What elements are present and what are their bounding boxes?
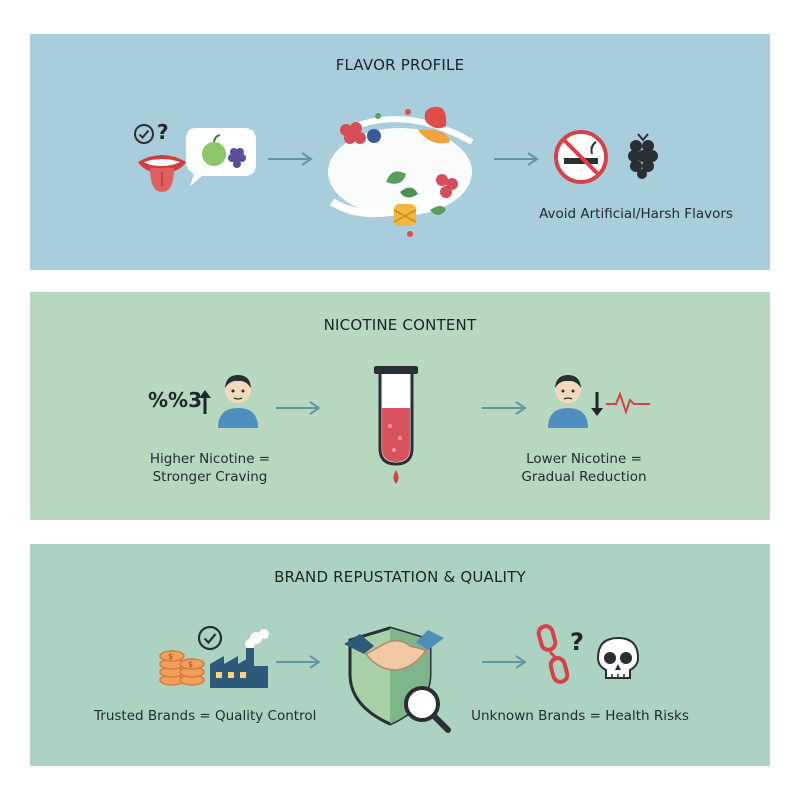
test-tube-icon <box>374 366 418 484</box>
pineapple-icon <box>393 204 417 226</box>
broken-chain-icon <box>536 624 570 684</box>
handshake-icon <box>344 630 444 671</box>
lower-nicotine-line1: Lower Nicotine = <box>526 451 642 467</box>
unknown-brands-caption: Unknown Brands = Health Risks <box>471 708 689 724</box>
coin-stack-icon: $ $ <box>159 650 205 686</box>
arrow-up-icon <box>199 390 211 414</box>
percent-symbol-label: %%3 <box>148 388 202 412</box>
lower-nicotine-line2: Gradual Reduction <box>521 469 647 485</box>
arrow-down-icon <box>591 392 603 416</box>
nicotine-content-panel: NICOTINE CONTENT %%3 <box>30 292 770 520</box>
trusted-brands-caption: Trusted Brands = Quality Control <box>94 708 317 724</box>
shield-handshake-icon <box>344 626 451 733</box>
higher-nicotine-line2: Stronger Craving <box>152 469 268 485</box>
arrow-right-icon <box>482 655 527 669</box>
apple-icon <box>202 134 226 166</box>
factory-icon <box>210 629 269 688</box>
arrow-right-icon <box>268 152 313 166</box>
higher-nicotine-caption: Higher Nicotine = Stronger Craving <box>110 450 310 486</box>
question-mark-icon: ? <box>157 120 169 144</box>
mouth-tongue-icon <box>138 155 186 192</box>
skull-icon <box>596 636 640 679</box>
higher-nicotine-line1: Higher Nicotine = <box>149 451 271 467</box>
blackberry-icon <box>628 133 658 179</box>
brand-reputation-title: BRAND REPUSTATION & QUALITY <box>274 568 526 586</box>
flavor-profile-panel: FLAVOR PROFILE ? <box>30 34 770 270</box>
magnifier-icon <box>404 686 451 733</box>
heartbeat-line-icon <box>606 391 650 416</box>
avoid-artificial-caption: Avoid Artificial/Harsh Flavors <box>539 206 733 222</box>
arrow-right-icon <box>276 655 321 669</box>
checkmark-circle-icon <box>134 124 154 144</box>
raspberry-icon <box>340 122 366 144</box>
arrow-right-icon <box>276 401 321 415</box>
arrow-right-icon <box>482 401 527 415</box>
fruit-thought-bubble <box>186 128 256 186</box>
checkmark-circle-icon <box>197 625 223 651</box>
svg-text:$: $ <box>168 652 173 661</box>
mango-slice-icon <box>418 129 450 144</box>
blackberry-icon <box>228 148 246 168</box>
nicotine-content-title: NICOTINE CONTENT <box>323 316 477 334</box>
person-icon <box>218 375 258 428</box>
brand-reputation-panel: BRAND REPUSTATION & QUALITY $ $ <box>30 544 770 766</box>
mint-leaf-icon <box>386 171 406 184</box>
svg-text:$: $ <box>188 660 193 669</box>
question-mark-icon: ? <box>570 628 584 656</box>
blueberry-icon <box>367 129 381 143</box>
raspberry-icon <box>436 174 458 198</box>
strawberry-icon <box>424 106 447 129</box>
no-smoking-icon <box>554 130 608 184</box>
lower-nicotine-caption: Lower Nicotine = Gradual Reduction <box>484 450 684 486</box>
fruit-swirl-icon <box>328 106 474 237</box>
flavor-profile-title: FLAVOR PROFILE <box>335 56 465 74</box>
arrow-right-icon <box>494 152 539 166</box>
person-icon <box>548 375 588 428</box>
